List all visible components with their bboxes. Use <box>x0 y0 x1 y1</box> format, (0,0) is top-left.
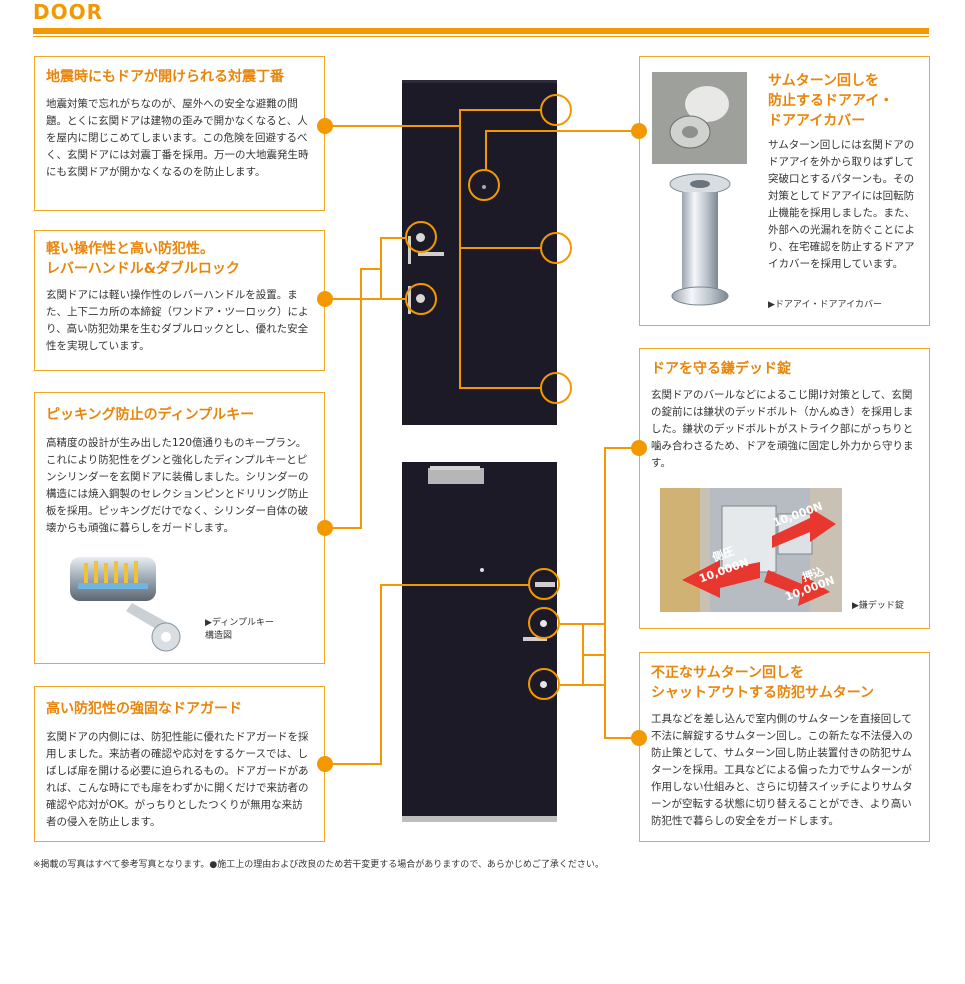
thumbturn-text: 工具などを差し込んで室内側のサムターンを直接回して不法に解錠するサムターン回し。… <box>651 713 913 827</box>
connector-line <box>485 131 487 171</box>
seismic-hinge-title: 地震時にもドアが開けられる対震丁番 <box>46 69 284 85</box>
connector-line <box>380 237 406 239</box>
connector-line <box>360 268 362 528</box>
dimple-key-illustration <box>62 545 192 655</box>
door-scope-inner <box>480 568 484 572</box>
callout-ring-hinge-mid <box>540 232 572 264</box>
callout-ring-thumbturn-upper <box>528 607 560 639</box>
deadbolt-title: ドアを守る鎌デッド錠 <box>651 361 791 377</box>
dimple-key-box: ピッキング防止のディンプルキー 高精度の設計が生み出した120億通りものキープラ… <box>34 392 325 664</box>
door-closer <box>428 468 484 484</box>
connector-line <box>332 125 461 127</box>
connector-line <box>459 247 542 249</box>
door-exterior-frame <box>402 80 557 425</box>
connector-line <box>459 109 542 111</box>
door-kickplate <box>402 816 557 822</box>
door-scope-caption: ▶ドアアイ・ドアアイカバー <box>768 300 883 310</box>
door-interior <box>402 462 557 822</box>
connector-line <box>330 763 382 765</box>
lever-handle-title: 軽い操作性と高い防犯性。 レバーハンドル&ダブルロック <box>46 241 240 277</box>
callout-dot-seismic <box>317 118 333 134</box>
door-scope-photo <box>652 72 747 164</box>
header-rule-thin <box>33 36 929 37</box>
callout-dot-lever <box>317 291 333 307</box>
lever-handle <box>418 252 444 256</box>
door-scope-cylinder-photo <box>665 170 735 310</box>
door-guard-text: 玄関ドアの内側には、防犯性能に優れたドアガードを採用しました。来訪者の確認や応対… <box>46 731 309 828</box>
connector-line <box>380 584 530 586</box>
callout-dot-thumbturn <box>631 730 647 746</box>
connector-line <box>604 737 640 739</box>
door-guard-box: 高い防犯性の強固なドアガード 玄関ドアの内側には、防犯性能に優れたドアガードを採… <box>34 686 325 842</box>
callout-dot-doorscope <box>631 123 647 139</box>
deadbolt-caption: ▶鎌デッド錠 <box>852 601 904 611</box>
callout-ring-door-guard <box>528 568 560 600</box>
connector-line <box>582 654 604 656</box>
header-rule <box>33 28 929 34</box>
dimple-key-caption: ▶ディンプルキー 構造図 <box>205 618 275 641</box>
deadbolt-text: 玄関ドアのバールなどによるこじ開け対策として、玄関の錠前には鎌状のデッドボルト（… <box>651 389 914 469</box>
callout-ring-hinge-bottom <box>540 372 572 404</box>
dimple-key-title: ピッキング防止のディンプルキー <box>46 407 255 423</box>
connector-line <box>604 447 640 449</box>
connector-line <box>330 298 382 300</box>
inner-lever <box>523 637 547 641</box>
connector-line <box>380 584 382 765</box>
seismic-hinge-text: 地震対策で忘れがちなのが、屋外への安全な避難の問題。とくに玄関ドアは建物の歪みで… <box>46 98 309 178</box>
connector-line <box>380 298 406 300</box>
thumbturn-box: 不正なサムターン回しを シャットアウトする防犯サムターン 工具などを差し込んで室… <box>639 652 930 842</box>
connector-line <box>330 527 362 529</box>
section-heading: DOOR <box>33 0 104 24</box>
callout-dot-dimple <box>317 520 333 536</box>
callout-ring-cylinder-upper <box>405 221 437 253</box>
lever-handle-box: 軽い操作性と高い防犯性。 レバーハンドル&ダブルロック 玄関ドアには軽い操作性の… <box>34 230 325 371</box>
lever-handle-text: 玄関ドアには軽い操作性のレバーハンドルを設置。また、上下二カ所の本締錠（ワンドア… <box>46 289 309 352</box>
connector-line <box>459 387 542 389</box>
connector-line <box>604 447 606 739</box>
door-guard-title: 高い防犯性の強固なドアガード <box>46 701 242 717</box>
callout-ring-viewer <box>468 169 500 201</box>
callout-ring-thumbturn-lower <box>528 668 560 700</box>
door-scope-box: サムターン回しを 防止するドアアイ・ ドアアイカバー サムターン回しには玄関ドア… <box>639 56 930 326</box>
deadbolt-photo: 10,000N 側圧 10,000N 押込 10,000N <box>660 488 842 612</box>
connector-line <box>360 268 382 270</box>
door-scope-text: サムターン回しには玄関ドアのドアアイを外から取りはずして突破口とするパターンも。… <box>768 139 915 270</box>
callout-dot-deadbolt <box>631 440 647 456</box>
callout-ring-hinge-top <box>540 94 572 126</box>
dimple-key-text: 高精度の設計が生み出した120億通りものキープラン。これにより防犯性をグンと強化… <box>46 437 309 534</box>
thumbturn-title: 不正なサムターン回しを シャットアウトする防犯サムターン <box>651 665 875 701</box>
lever-plate <box>408 236 411 264</box>
door-scope-title: サムターン回しを 防止するドアアイ・ ドアアイカバー <box>768 73 894 129</box>
door-closer-arm <box>430 466 480 470</box>
callout-dot-guard <box>317 756 333 772</box>
footnote: ※掲載の写真はすべて参考写真となります。●施工上の理由および改良のため若干変更す… <box>33 860 604 870</box>
callout-ring-cylinder-lower <box>405 283 437 315</box>
seismic-hinge-box: 地震時にもドアが開けられる対震丁番 地震対策で忘れがちなのが、屋外への安全な避難… <box>34 56 325 211</box>
connector-line <box>485 130 640 132</box>
